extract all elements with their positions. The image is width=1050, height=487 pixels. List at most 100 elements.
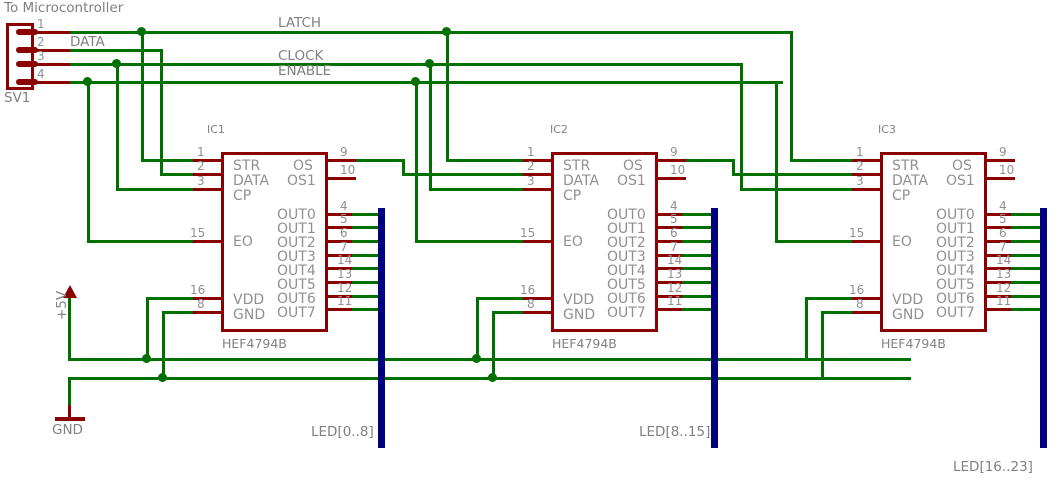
- wire-clock-ic2-drop: [429, 63, 432, 188]
- ic1-led-bus-label: LED[0..8]: [311, 424, 374, 440]
- ic2-pin-name-os: OS: [623, 158, 643, 174]
- connector-pin-num-1: 1: [37, 17, 45, 31]
- ic1-pin-name-os: OS: [293, 158, 313, 174]
- ic3-pin-name-os1: OS1: [946, 173, 975, 189]
- ic3-pin-4-lead: [985, 213, 1015, 216]
- ic3-pin-1-lead: [852, 159, 882, 162]
- junction-gnd-ic2: [488, 373, 497, 382]
- connector-pin-num-2: 2: [37, 35, 45, 49]
- ic3-pin-3-lead: [852, 188, 882, 191]
- gnd-stem: [68, 377, 71, 410]
- connector-ref: SV1: [4, 90, 31, 106]
- ic3-out4-wire: [1011, 267, 1043, 270]
- ic3-pin-name-eo: EO: [892, 234, 912, 250]
- ic1-pin-num-9: 9: [340, 145, 348, 159]
- ic3-led-bus: [1040, 208, 1047, 448]
- ic2-pin-name-out1: OUT1: [607, 221, 646, 237]
- ic1-pin-name-out2: OUT2: [277, 235, 316, 251]
- wire-clock-ic1-drop: [116, 63, 119, 188]
- ic1-pin-num-12: 12: [337, 281, 353, 295]
- ic2-out0-wire: [682, 213, 714, 216]
- ic1-pin-name-vdd: VDD: [233, 292, 265, 308]
- ic1-pin-5-lead: [326, 226, 356, 229]
- ic2-pin-15-lead: [523, 240, 553, 243]
- ic2-pin-name-out5: OUT5: [607, 277, 646, 293]
- ic3-pin-6-lead: [985, 240, 1015, 243]
- ic1-pin-num-5: 5: [340, 212, 348, 226]
- ic2-pin-13-lead: [656, 281, 686, 284]
- gnd-stem-red: [68, 405, 71, 417]
- ic2-pin-name-vdd: VDD: [563, 292, 595, 308]
- ic1-pin-14-lead: [326, 267, 356, 270]
- ic1-pin-name-out0: OUT0: [277, 207, 316, 223]
- ic2-pin-6-lead: [656, 240, 686, 243]
- ic3-pin-num-15: 15: [849, 226, 865, 240]
- connector-caption: To Microcontroller: [4, 0, 124, 16]
- connector-pin-1-lead: [34, 31, 72, 34]
- wire-clock-ic3-drop: [740, 63, 743, 188]
- wire-enable-ic3-run: [775, 240, 880, 243]
- ic1-pin-name-out4: OUT4: [277, 263, 316, 279]
- wire-gnd-ic1-riser: [162, 311, 165, 377]
- ic2-pin-name-eo: EO: [563, 234, 583, 250]
- ic2-pin-num-8: 8: [527, 297, 535, 311]
- ic2-pin-7-lead: [656, 254, 686, 257]
- ic2-pin-num-13: 13: [667, 267, 683, 281]
- wire-data-bus: [70, 49, 162, 52]
- connector-pin-2-pad: [16, 47, 38, 53]
- ic1-led-bus: [378, 208, 385, 448]
- ic1-out6-wire: [352, 295, 384, 298]
- ic3-pin-num-12: 12: [996, 281, 1012, 295]
- wire-cascade1-seg3: [402, 173, 551, 176]
- ic3-part: HEF4794B: [881, 336, 946, 351]
- ic1-ref: IC1: [207, 123, 225, 136]
- wire-enable-ic2-drop: [415, 81, 418, 240]
- ic1-pin-12-lead: [326, 295, 356, 298]
- junction-vcc-ic2: [472, 354, 481, 363]
- ic1-pin-num-15: 15: [190, 226, 206, 240]
- ic2-pin-10-lead: [656, 177, 686, 180]
- gnd-bar-icon: [55, 417, 85, 421]
- ic3-pin-num-13: 13: [996, 267, 1012, 281]
- wire-enable-ic2-run: [415, 240, 551, 243]
- wire-gnd-ic1-run: [162, 311, 221, 314]
- wire-gnd-ic2-riser: [492, 311, 495, 377]
- ic1-pin-9-lead: [326, 159, 356, 162]
- ic3-pin-8-lead: [852, 311, 882, 314]
- ic3-out0-wire: [1011, 213, 1043, 216]
- ic2-pin-num-7: 7: [670, 240, 678, 254]
- ic2-led-bus: [711, 208, 718, 448]
- ic1-out1-wire: [352, 226, 384, 229]
- ic2-pin-num-15: 15: [520, 226, 536, 240]
- wire-vcc-ic2-run: [476, 297, 551, 300]
- ic2-out2-wire: [682, 240, 714, 243]
- connector-pin-3-pad: [16, 61, 38, 67]
- ic2-out5-wire: [682, 281, 714, 284]
- ic1-pin-name-str: STR: [233, 158, 261, 174]
- ic3-out5-wire: [1011, 281, 1043, 284]
- ic1-pin-num-10: 10: [340, 163, 356, 177]
- wire-cascade1-seg1: [355, 159, 405, 162]
- ic3-pin-num-10: 10: [999, 163, 1015, 177]
- ic1-pin-num-11: 11: [337, 294, 353, 308]
- ic2-pin-1-lead: [523, 159, 553, 162]
- ic1-pin-name-cp: CP: [233, 188, 252, 204]
- ic3-pin-num-14: 14: [996, 253, 1012, 267]
- ic3-pin-name-os: OS: [952, 158, 972, 174]
- ic1-pin-name-out1: OUT1: [277, 221, 316, 237]
- ic1-part: HEF4794B: [222, 336, 287, 351]
- ic1-pin-num-3: 3: [197, 174, 205, 188]
- ic2-pin-5-lead: [656, 226, 686, 229]
- wire-clock-ic2-run: [429, 188, 551, 191]
- ic3-pin-num-6: 6: [999, 226, 1007, 240]
- ic2-pin-num-4: 4: [670, 199, 678, 213]
- connector-pin-4-pad: [16, 79, 38, 85]
- wire-cascade2-seg1: [685, 159, 735, 162]
- ic3-pin-2-lead: [852, 173, 882, 176]
- ic1-pin-16-lead: [193, 297, 223, 300]
- ic3-pin-name-str: STR: [892, 158, 920, 174]
- ic2-pin-9-lead: [656, 159, 686, 162]
- ic2-pin-num-16: 16: [520, 283, 536, 297]
- wire-gnd-ic3-run: [821, 311, 880, 314]
- ic3-pin-16-lead: [852, 297, 882, 300]
